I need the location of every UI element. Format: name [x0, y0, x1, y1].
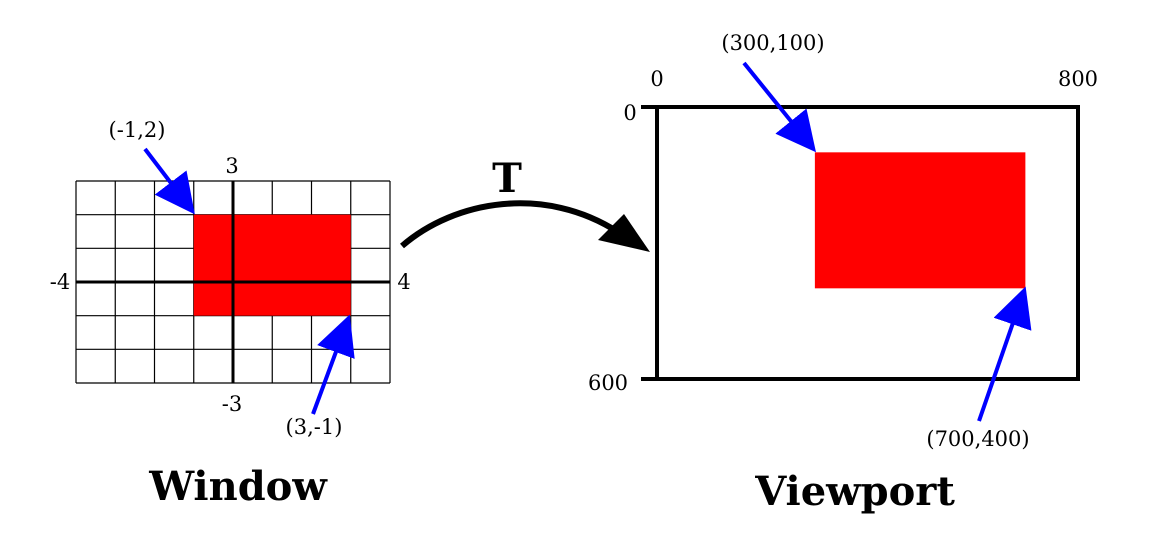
window-top-label: 3	[225, 154, 238, 178]
transform-curve	[400, 200, 620, 249]
transform-arrow: T	[400, 155, 650, 252]
transform-arrowhead	[598, 214, 650, 252]
window-top-left-label: (-1,2)	[109, 118, 166, 142]
window-rectangle	[193, 214, 351, 316]
viewport-top-left-label: (300,100)	[721, 31, 824, 55]
window-panel: 3 -3 -4 4 (-1,2) (3,-1) Window	[50, 118, 411, 510]
viewport-bottom-right-pointer	[977, 286, 1032, 422]
transform-label: T	[492, 155, 522, 202]
window-bottom-label: -3	[222, 392, 242, 416]
window-bottom-right-label: (3,-1)	[286, 415, 343, 439]
window-title: Window	[148, 463, 328, 510]
viewport-rectangle	[814, 152, 1026, 289]
window-top-left-pointer	[143, 147, 195, 215]
window-bottom-right-pointer	[311, 314, 355, 415]
viewport-title: Viewport	[754, 468, 955, 515]
viewport-y-start-label: 0	[623, 101, 636, 125]
viewport-y-end-label: 600	[588, 371, 628, 395]
viewport-x-start-label: 0	[650, 67, 663, 91]
window-left-label: -4	[50, 270, 70, 294]
viewport-x-end-label: 800	[1058, 67, 1098, 91]
viewport-top-left-pointer	[742, 61, 817, 153]
viewport-bottom-right-label: (700,400)	[926, 427, 1029, 451]
viewport-panel: 0 800 0 600 (300,100) (700,400) Viewport	[588, 31, 1098, 515]
viewport-frame	[655, 105, 1080, 381]
window-right-label: 4	[397, 270, 410, 294]
